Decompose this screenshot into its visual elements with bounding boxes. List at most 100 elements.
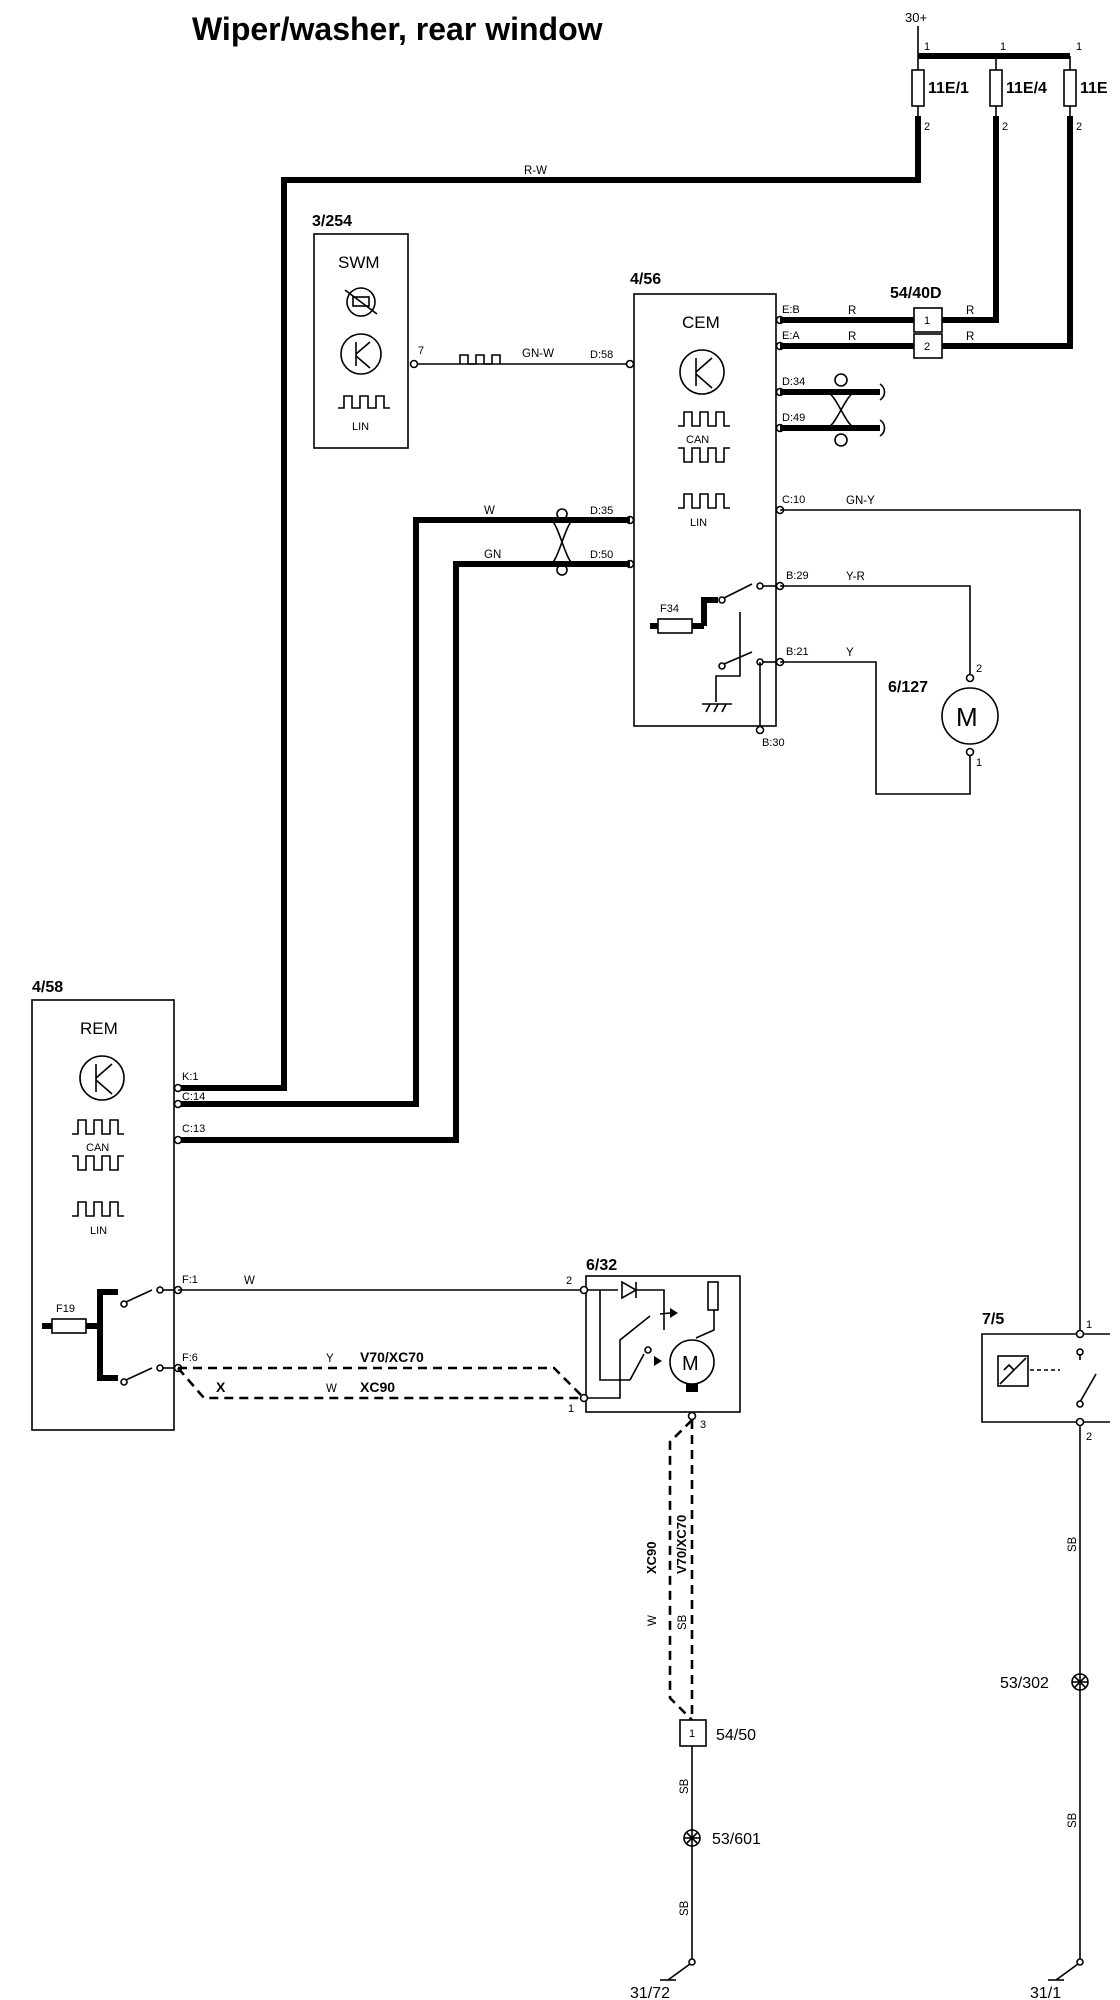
wire-y-b21 (780, 661, 971, 795)
motor-632-pin2: 2 (566, 1275, 572, 1287)
cem-d34-label: D:34 (782, 376, 805, 388)
rem-f19-feed (97, 1289, 118, 1381)
wire-sb1-label: SB (679, 1778, 691, 1794)
variant-xc90-label: XC90 (360, 1379, 395, 1395)
wire-gn-d50-label: GN (484, 549, 501, 561)
relay-75-pin1-dot (1075, 1329, 1085, 1339)
cem-transistor-icon (679, 349, 725, 395)
swm-id-label: 3/254 (312, 213, 352, 230)
fuse-11e4-pin2: 2 (1002, 121, 1008, 133)
cem-d35-label: D:35 (590, 505, 613, 517)
rem-c13-label: C:13 (182, 1123, 205, 1135)
motor-632-diode-icon (621, 1280, 638, 1300)
wire-w-xc90 (177, 1367, 584, 1400)
rem-f1-label: F:1 (182, 1274, 198, 1286)
wire-y-b21-label: Y (846, 647, 854, 659)
motor-632-pin3: 3 (700, 1419, 706, 1431)
cem-d49-label: D:49 (782, 412, 805, 424)
cem-d58-label: D:58 (590, 349, 613, 361)
ground-311-icon (1048, 1958, 1084, 1981)
variant-xc90-vertical-label: XC90 (644, 1541, 659, 1574)
motor-632-symbol: M (682, 1353, 699, 1375)
wire-w-d35 (178, 517, 630, 1107)
cem-ground-icon (702, 703, 732, 713)
wire-11e-to-5440d (942, 116, 1073, 349)
rem-can-label: CAN (86, 1142, 109, 1154)
rem-c14-label: C:14 (182, 1091, 205, 1103)
fuse-11e4-pin1: 1 (1000, 41, 1006, 53)
rem-c14-dot (173, 1099, 183, 1109)
rem-switch2-blade (125, 1367, 153, 1381)
connector-5450-box (679, 1719, 707, 1747)
connector-5440d-pin2-box (913, 333, 943, 359)
cem-name: CEM (682, 313, 720, 332)
rem-transistor-icon (79, 1055, 125, 1101)
wire-y-r (780, 585, 971, 674)
connector-5450-pin1: 1 (689, 1728, 695, 1740)
swm-pin7-label: 7 (418, 345, 424, 357)
fuse-11e1-pin1: 1 (924, 41, 930, 53)
motor-632-cam-arrow (654, 1356, 662, 1366)
motor-632-internal-lower (588, 1315, 651, 1399)
swm-transistor-icon (340, 333, 382, 375)
motor-6127-pin1: 1 (976, 757, 982, 769)
wire-11e4-to-5440d (942, 116, 999, 323)
relay-75-switch-blade (1079, 1373, 1097, 1403)
motor-6127-pin2: 2 (976, 663, 982, 675)
fuse-11e1-label: 11E/1 (928, 80, 969, 97)
cem-switch1-out (756, 582, 764, 590)
swm-bus-label: LIN (352, 421, 369, 433)
cem-c10-label: C:10 (782, 494, 805, 506)
rem-lin-icon (72, 1201, 124, 1217)
motor-632-brush-icon (686, 1384, 698, 1392)
wire-gn-w-label: GN-W (522, 348, 554, 360)
motor-632-park-arrow (670, 1308, 678, 1318)
cem-switch2-blade (723, 651, 753, 665)
supply-30-label: 30+ (905, 10, 927, 25)
cem-lin-label: LIN (690, 517, 707, 529)
fuse-11e-body (1063, 69, 1077, 107)
wire-r-w (178, 116, 921, 1091)
variant-v70-vertical-label: V70/XC70 (674, 1515, 689, 1574)
cem-b21-label: B:21 (786, 646, 809, 658)
motor-632-switch-blade (629, 1353, 645, 1381)
rem-switch1-out (156, 1286, 164, 1294)
cem-b30-dot (755, 725, 765, 735)
motor-632-pin3-dot (687, 1411, 697, 1421)
connector-5440d-pin2: 2 (924, 341, 930, 353)
motor-6127-pin1-dot (965, 747, 975, 757)
swm-module-box (313, 233, 409, 449)
connector-5440d-label: 54/40D (890, 285, 942, 302)
fuse-11e1-body (911, 69, 925, 107)
cem-module-box (633, 293, 777, 727)
motor-632-diode-lead (636, 1289, 665, 1330)
wire-sb-vertical-label: SB (677, 1614, 689, 1630)
motor-632-switch-contact (644, 1346, 652, 1354)
wire-w-xc90-ground (668, 1419, 693, 1721)
cem-b29-label: B:29 (786, 570, 809, 582)
fuse-11e-label: 11E (1080, 80, 1108, 97)
cem-lin-icon (678, 493, 730, 509)
relay-75-pin2: 2 (1086, 1431, 1092, 1443)
rem-f6-label: F:6 (182, 1352, 198, 1364)
splice-53302-label: 53/302 (1000, 1675, 1049, 1692)
wire-r2-label: R (848, 331, 856, 343)
motor-632-pin1: 1 (568, 1403, 574, 1415)
wire-w-f1-label: W (244, 1275, 255, 1287)
motor-6127-pin2-dot (965, 673, 975, 683)
diagram-title: Wiper/washer, rear window (192, 11, 603, 47)
wire-w-vertical-label: W (647, 1615, 659, 1626)
motor-632-thermal-icon (707, 1281, 719, 1311)
swm-pulse-icon (338, 395, 390, 409)
motor-6127-symbol: M (956, 702, 978, 732)
cem-can-high-icon (678, 411, 730, 427)
wire-y-v70 (178, 1366, 585, 1399)
swm-heater-icon (344, 287, 378, 317)
relay-75-coil-icon (997, 1355, 1029, 1387)
wire-gn-w-signal-icon (459, 354, 501, 365)
rem-switch1-blade (125, 1289, 153, 1303)
cem-switch-common (715, 612, 741, 702)
connector-5450-label: 54/50 (716, 1727, 756, 1744)
relay-75-label: 7/5 (982, 1311, 1004, 1328)
